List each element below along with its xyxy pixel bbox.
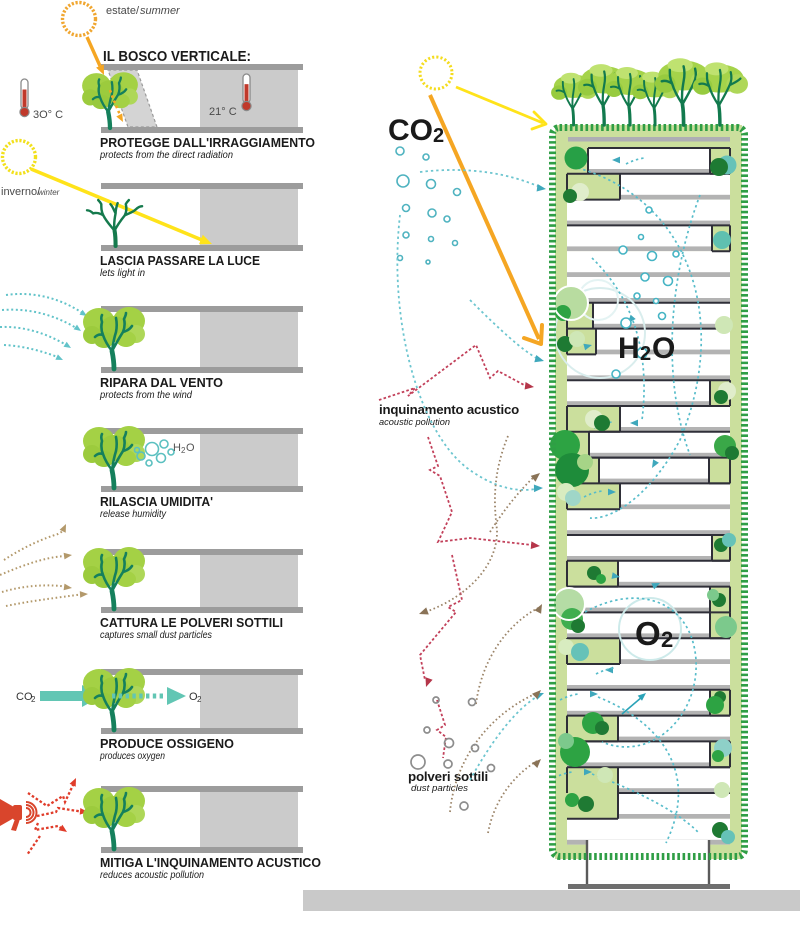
svg-text:captures small dust particles: captures small dust particles (100, 630, 212, 641)
svg-text:21° C: 21° C (209, 106, 237, 118)
svg-text:2: 2 (31, 695, 36, 704)
svg-text:PRODUCE OSSIGENO: PRODUCE OSSIGENO (100, 736, 234, 751)
svg-text:2: 2 (640, 343, 651, 365)
svg-text:2: 2 (181, 446, 186, 455)
svg-text:estate/: estate/ (106, 5, 140, 17)
svg-text:2: 2 (197, 695, 202, 704)
svg-text:RILASCIA UMIDITA': RILASCIA UMIDITA' (100, 494, 213, 509)
svg-text:MITIGA L'INQUINAMENTO ACUSTICO: MITIGA L'INQUINAMENTO ACUSTICO (100, 855, 321, 870)
svg-text:dust particles: dust particles (411, 783, 468, 794)
svg-text:produces oxygen: produces oxygen (99, 751, 165, 762)
svg-text:protects from the wind: protects from the wind (99, 390, 192, 401)
svg-text:winter: winter (38, 188, 60, 197)
svg-text:acoustic pollution: acoustic pollution (379, 417, 450, 428)
svg-text:3O° C: 3O° C (33, 109, 63, 121)
svg-text:IL BOSCO VERTICALE:: IL BOSCO VERTICALE: (103, 49, 251, 65)
svg-text:CO: CO (388, 114, 433, 147)
svg-text:PROTEGGE DALL'IRRAGGIAMENTO: PROTEGGE DALL'IRRAGGIAMENTO (100, 135, 315, 150)
svg-text:inverno/: inverno/ (1, 186, 41, 198)
svg-text:CATTURA LE POLVERI SOTTILI: CATTURA LE POLVERI SOTTILI (100, 615, 283, 630)
svg-text:LASCIA PASSARE LA LUCE: LASCIA PASSARE LA LUCE (100, 253, 260, 268)
svg-text:O: O (186, 442, 195, 454)
svg-text:H: H (618, 332, 640, 365)
svg-text:summer: summer (140, 5, 181, 17)
svg-text:lets light in: lets light in (100, 268, 145, 279)
svg-text:H: H (173, 442, 181, 454)
svg-text:polveri sottili: polveri sottili (408, 770, 488, 784)
svg-text:protects from the direct radia: protects from the direct radiation (99, 150, 233, 161)
svg-text:inquinamento acustico: inquinamento acustico (379, 402, 519, 417)
svg-text:CO: CO (16, 691, 33, 703)
svg-text:release humidity: release humidity (100, 509, 167, 520)
svg-text:RIPARA DAL VENTO: RIPARA DAL VENTO (100, 375, 223, 390)
svg-text:O: O (652, 332, 675, 365)
svg-text:O: O (189, 691, 198, 703)
svg-text:2: 2 (433, 125, 444, 147)
svg-text:reduces acoustic pollution: reduces acoustic pollution (100, 870, 204, 881)
svg-text:2: 2 (661, 627, 673, 652)
svg-text:O: O (635, 615, 661, 652)
